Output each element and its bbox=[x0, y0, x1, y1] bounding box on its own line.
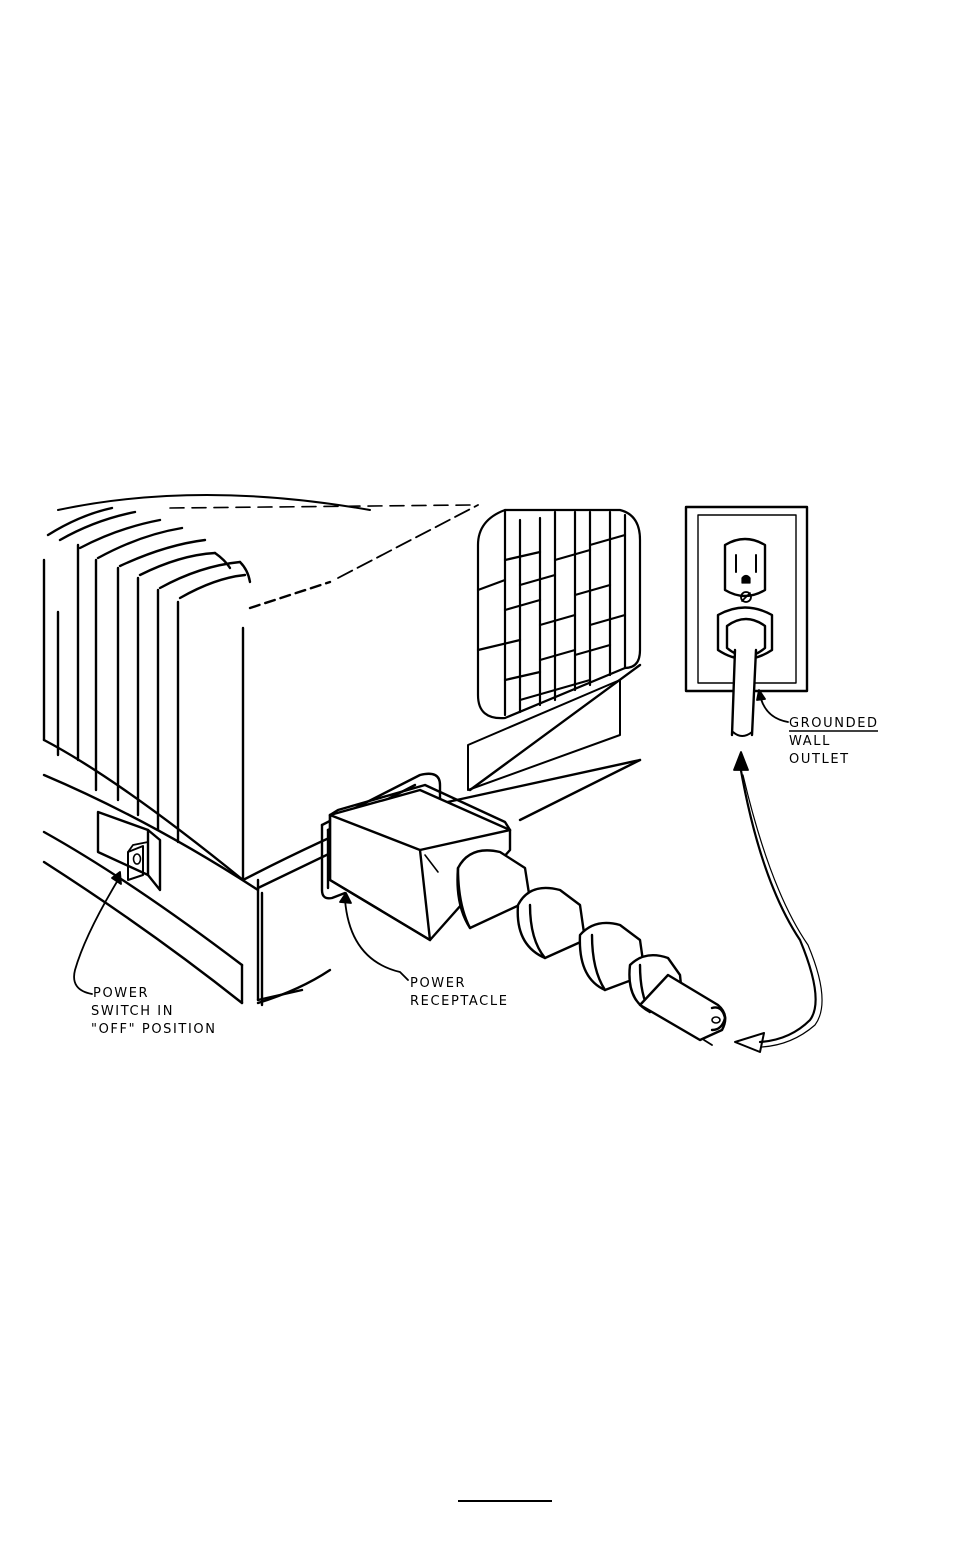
label-plate bbox=[467, 679, 621, 791]
callout-power-receptacle-line-2: RECEPTACLE bbox=[410, 994, 509, 1009]
power-plug-icon bbox=[328, 783, 727, 1046]
leader-arrow-icon bbox=[73, 689, 823, 1053]
callout-power-receptacle: POWER RECEPTACLE bbox=[410, 976, 509, 1009]
callout-wall-outlet-line-3: OUTLET bbox=[789, 752, 850, 767]
callout-wall-outlet: GROUNDED WALL OUTLET bbox=[789, 716, 879, 767]
callout-wall-outlet-line-1: GROUNDED bbox=[789, 716, 879, 731]
page-divider bbox=[458, 1500, 552, 1502]
callout-power-switch-line-1: POWER bbox=[93, 986, 149, 1001]
callout-power-switch-line-2: SWITCH IN bbox=[91, 1004, 174, 1019]
callout-power-receptacle-line-1: POWER bbox=[410, 976, 466, 991]
wall-outlet-icon bbox=[684, 505, 809, 737]
vent-grille bbox=[476, 508, 642, 720]
callout-power-switch: POWER SWITCH IN "OFF" POSITION bbox=[91, 986, 217, 1037]
callout-wall-outlet-line-2: WALL bbox=[789, 734, 831, 749]
callout-power-switch-line-3: "OFF" POSITION bbox=[91, 1022, 217, 1037]
computer-unit-icon bbox=[42, 494, 642, 1007]
